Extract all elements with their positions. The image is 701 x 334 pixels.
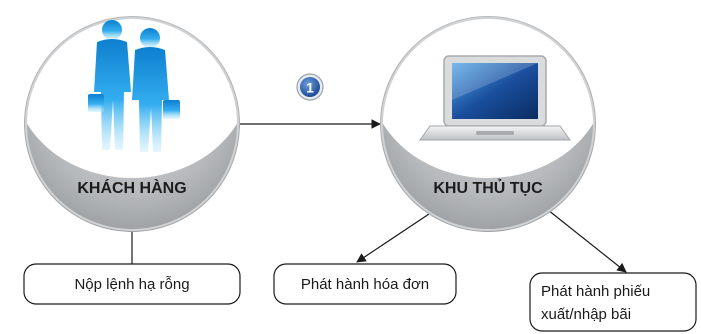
procedure-to-invoice-arrow — [356, 211, 433, 263]
laptop-icon — [419, 55, 571, 141]
empty-release-box: Nộp lệnh hạ rỗng — [23, 263, 241, 305]
procedure-node: KHU THỦ TỤC — [380, 16, 596, 232]
step-1-badge: 1 — [296, 73, 324, 101]
empty-release-label: Nộp lệnh hạ rỗng — [74, 276, 189, 293]
customer-title: KHÁCH HÀNG — [77, 178, 186, 197]
slip-label-line1: Phát hành phiếu — [541, 283, 650, 300]
slip-box: Phát hành phiếu xuất/nhập bãi — [529, 272, 697, 332]
procedure-title: KHU THỦ TỤC — [433, 178, 543, 197]
invoice-label: Phát hành hóa đơn — [301, 276, 429, 293]
invoice-box: Phát hành hóa đơn — [273, 263, 457, 305]
slip-label-line2: xuất/nhập bãi — [541, 306, 631, 323]
customer-node: KHÁCH HÀNG — [24, 16, 240, 232]
step-number: 1 — [306, 80, 314, 96]
businessmen-icon — [88, 20, 180, 152]
procedure-to-slip-arrow — [547, 209, 627, 273]
